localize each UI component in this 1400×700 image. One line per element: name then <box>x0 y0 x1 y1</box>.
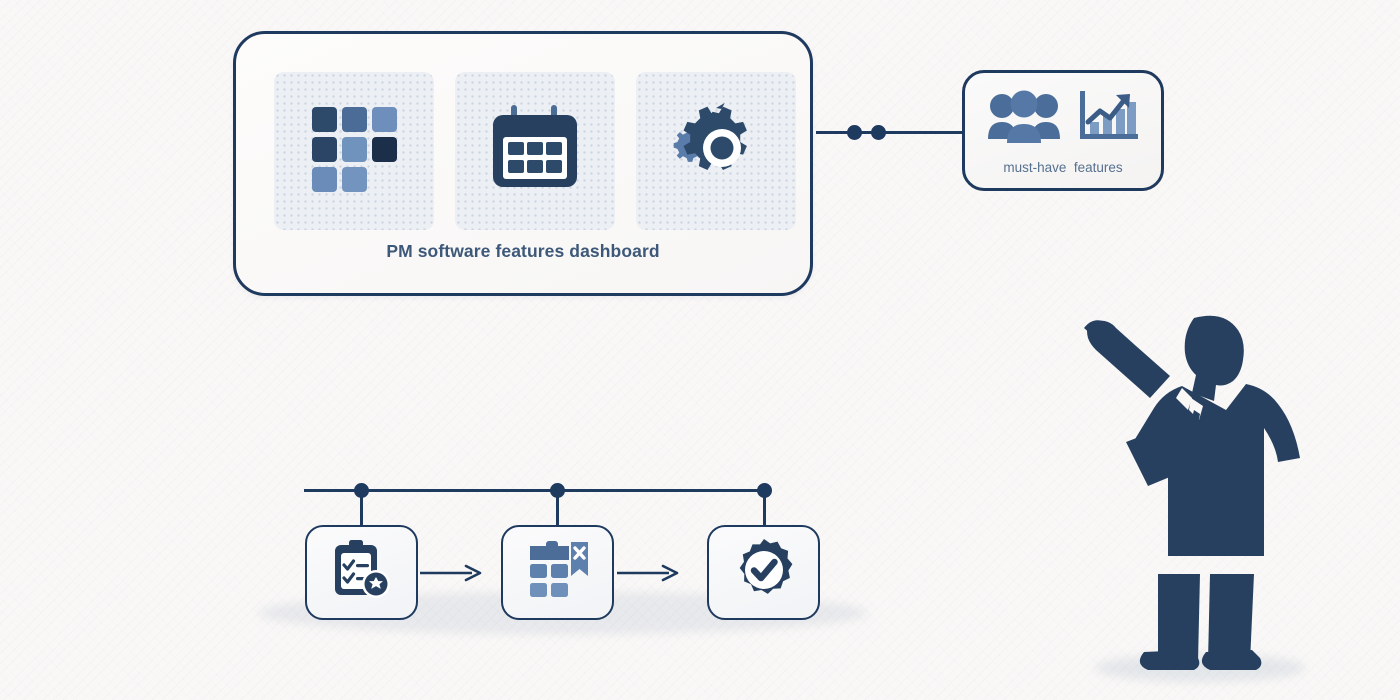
process-arrow-1 <box>420 562 484 584</box>
process-step-2-card[interactable] <box>501 525 614 620</box>
connector-line <box>816 131 964 134</box>
process-timeline-line <box>304 489 766 492</box>
presenter-silhouette <box>1082 312 1302 685</box>
pm-dashboard-caption: PM software features dashboard <box>386 241 660 261</box>
process-arrow-2 <box>617 562 681 584</box>
kanban-board-icon <box>527 540 589 605</box>
timeline-stem-3 <box>763 491 766 527</box>
timeline-dot-1 <box>354 483 369 498</box>
presenter-shadow <box>1095 654 1305 682</box>
dashboard-tile-calendar[interactable] <box>455 72 615 230</box>
timeline-stem-1 <box>360 491 363 527</box>
process-step-1-card[interactable] <box>305 525 418 620</box>
growth-chart-icon <box>1078 89 1140 150</box>
process-step-3-card[interactable] <box>707 525 820 620</box>
people-group-icon <box>987 89 1061 150</box>
timeline-dot-2 <box>550 483 565 498</box>
gear-icon <box>664 100 768 203</box>
connector-dot-2 <box>871 125 886 140</box>
must-have-features-card[interactable]: must-have features <box>962 70 1164 191</box>
calendar-icon <box>485 101 585 202</box>
timeline-dot-3 <box>757 483 772 498</box>
pm-dashboard-card[interactable]: PM software features dashboard <box>233 31 813 296</box>
verified-badge-icon <box>732 538 796 607</box>
timeline-stem-2 <box>556 491 559 527</box>
grid-icon <box>306 101 402 202</box>
clipboard-checklist-icon <box>331 539 393 606</box>
must-have-features-caption: must-have features <box>1003 160 1123 175</box>
connector-dot-1 <box>847 125 862 140</box>
dashboard-tile-row <box>274 72 796 230</box>
dashboard-tile-grid[interactable] <box>274 72 434 230</box>
features-icon-row <box>965 89 1161 150</box>
dashboard-tile-settings[interactable] <box>636 72 796 230</box>
